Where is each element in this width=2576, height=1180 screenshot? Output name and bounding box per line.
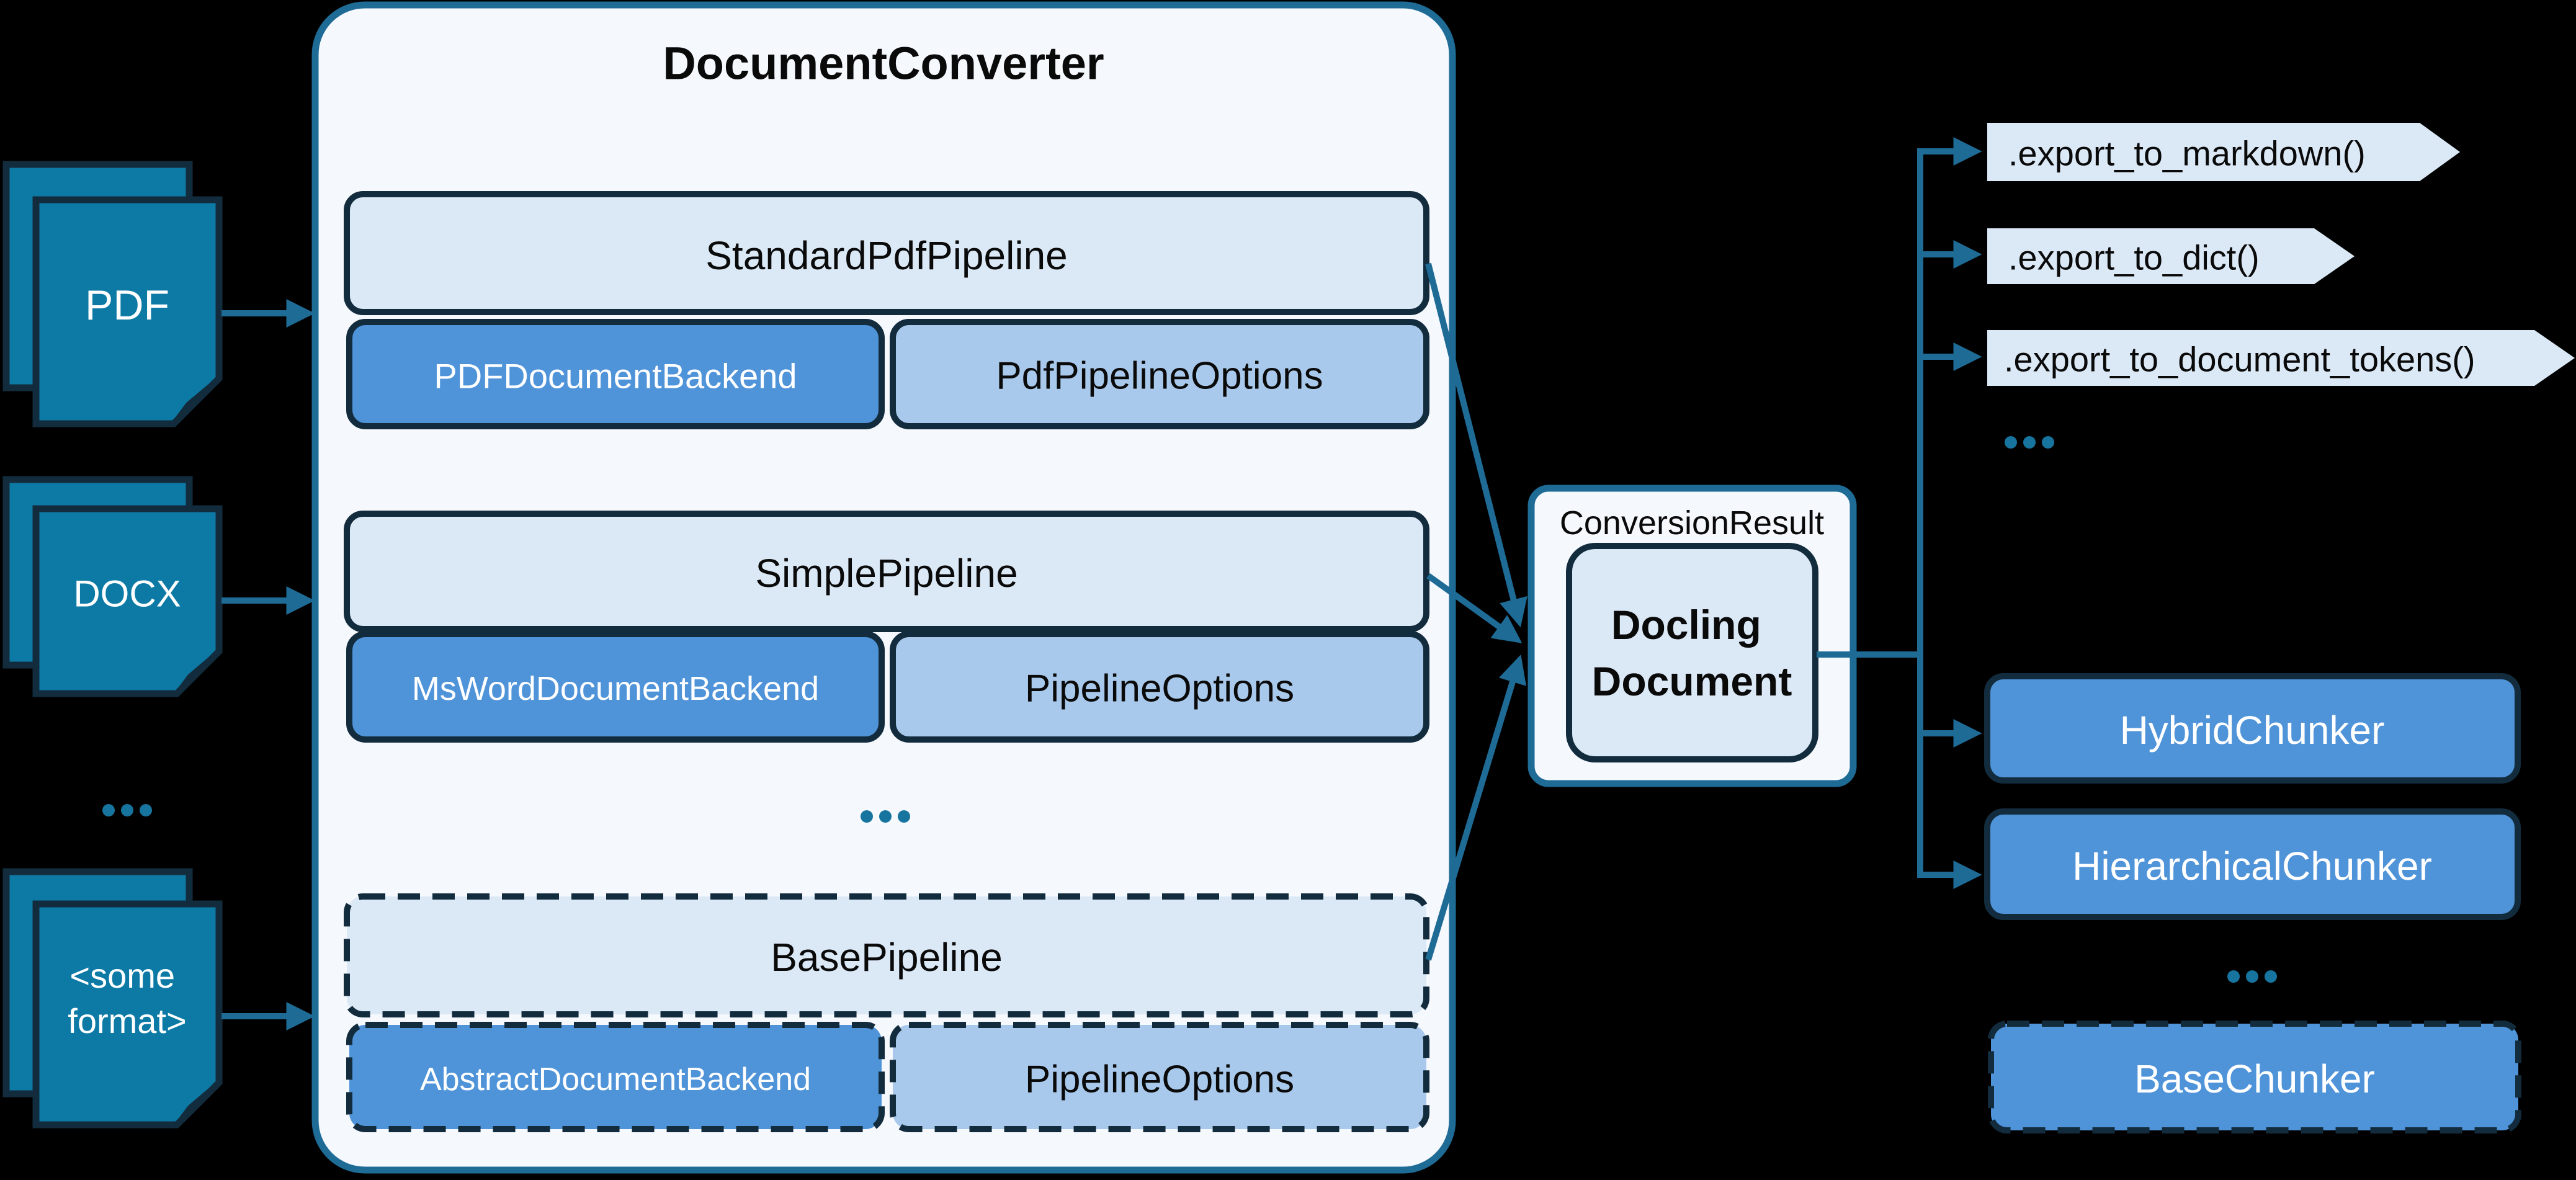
base-chunker-label: BaseChunker	[2134, 1057, 2375, 1101]
docx-page-fold	[174, 649, 221, 696]
hybrid-chunker-box	[1984, 673, 2521, 784]
fanout-trunk	[1917, 137, 1982, 889]
ellipsis-dot	[2042, 436, 2054, 449]
ellipsis-dot	[2246, 970, 2258, 983]
docling-document-label: Docling Document	[1592, 602, 1792, 704]
pdf-page-fold	[171, 376, 221, 426]
base-chunker-box	[1988, 1021, 2521, 1133]
standard-pdf-pipeline-box	[344, 191, 1429, 315]
ellipsis-dot	[861, 810, 873, 823]
pdf-document-backend-box	[346, 319, 885, 429]
chunker-ellipsis-dots	[2227, 970, 2277, 983]
msword-document-backend-label: MsWordDocumentBackend	[412, 670, 819, 707]
hierarchical-chunker-box	[1984, 808, 2521, 920]
docx-label: DOCX	[73, 573, 181, 615]
input-someformat-icon: <some format>	[2, 868, 223, 1129]
arrow-base-pipeline-to-result	[1425, 654, 1526, 961]
export-markdown-shape	[1987, 123, 2460, 181]
hybrid-chunker-label: HybridChunker	[2120, 708, 2385, 753]
pdf-label: PDF	[85, 282, 169, 329]
input-ellipsis-dots	[102, 804, 152, 816]
export-markdown-label: .export_to_markdown()	[2008, 134, 2366, 173]
input-pdf-icon: PDF	[2, 161, 223, 427]
pdf-document-backend-label: PDFDocumentBackend	[434, 357, 797, 396]
ellipsis-dot	[2005, 436, 2017, 449]
abstract-document-backend-box	[346, 1022, 885, 1132]
document-converter-title: DocumentConverter	[663, 38, 1104, 89]
pipeline-group-standard-pdf: StandardPdfPipeline PDFDocumentBackend P…	[344, 191, 1429, 429]
ellipsis-dot	[121, 804, 133, 816]
pipeline-group-base: BasePipeline AbstractDocumentBackend Pip…	[344, 893, 1429, 1132]
pdf-pipeline-options-label: PdfPipelineOptions	[996, 355, 1323, 398]
pipeline-options-box	[890, 631, 1429, 743]
base-pipeline-label: BasePipeline	[771, 935, 1003, 980]
ellipsis-dot	[140, 804, 152, 816]
hierarchical-chunker: HierarchicalChunker	[1984, 808, 2521, 920]
export-ellipsis-dots	[2005, 436, 2054, 449]
ellipsis-dot	[2023, 436, 2036, 449]
export-dict-label: .export_to_dict()	[2008, 238, 2260, 277]
hybrid-chunker: HybridChunker	[1984, 673, 2521, 784]
input-docx-icon: DOCX	[2, 476, 223, 697]
base-chunker: BaseChunker	[1988, 1021, 2521, 1133]
pipeline-group-simple: SimplePipeline MsWordDocumentBackend Pip…	[344, 511, 1429, 743]
someformat-label: <some format>	[68, 956, 186, 1040]
hierarchical-chunker-label: HierarchicalChunker	[2072, 844, 2432, 888]
base-pipeline-options-box	[890, 1022, 1429, 1132]
export-dict-shape	[1987, 228, 2355, 284]
standard-pdf-pipeline-label: StandardPdfPipeline	[705, 233, 1068, 278]
export-markdown-tag: .export_to_markdown()	[1987, 123, 2460, 181]
conversion-result-group: ConversionResult Docling Document	[1527, 485, 1857, 787]
export-document-tokens-label: .export_to_document_tokens()	[2004, 340, 2475, 379]
msword-document-backend-box	[346, 631, 885, 743]
ellipsis-dot	[2227, 970, 2240, 983]
pipeline-options-label: PipelineOptions	[1025, 668, 1294, 710]
export-document-tokens-tag: .export_to_document_tokens()	[1987, 330, 2575, 386]
someformat-page-fold	[174, 1080, 221, 1127]
export-document-tokens-shape	[1987, 330, 2575, 386]
export-dict-tag: .export_to_dict()	[1987, 228, 2355, 284]
docling-document-box	[1566, 543, 1818, 762]
pdf-pipeline-options-box	[890, 319, 1429, 429]
arrow-simple-pipeline-to-result	[1426, 573, 1523, 643]
ellipsis-dot	[898, 810, 910, 823]
pipeline-ellipsis-dots	[861, 810, 910, 823]
abstract-document-backend-label: AbstractDocumentBackend	[420, 1062, 811, 1097]
simple-pipeline-label: SimplePipeline	[755, 551, 1017, 596]
ellipsis-dot	[2265, 970, 2277, 983]
simple-pipeline-box	[344, 511, 1429, 632]
ellipsis-dot	[879, 810, 892, 823]
arrow-standard-pipeline-to-result	[1425, 262, 1527, 628]
base-pipeline-options-label: PipelineOptions	[1025, 1058, 1294, 1101]
ellipsis-dot	[102, 804, 115, 816]
conversion-result-label: ConversionResult	[1560, 504, 1824, 542]
